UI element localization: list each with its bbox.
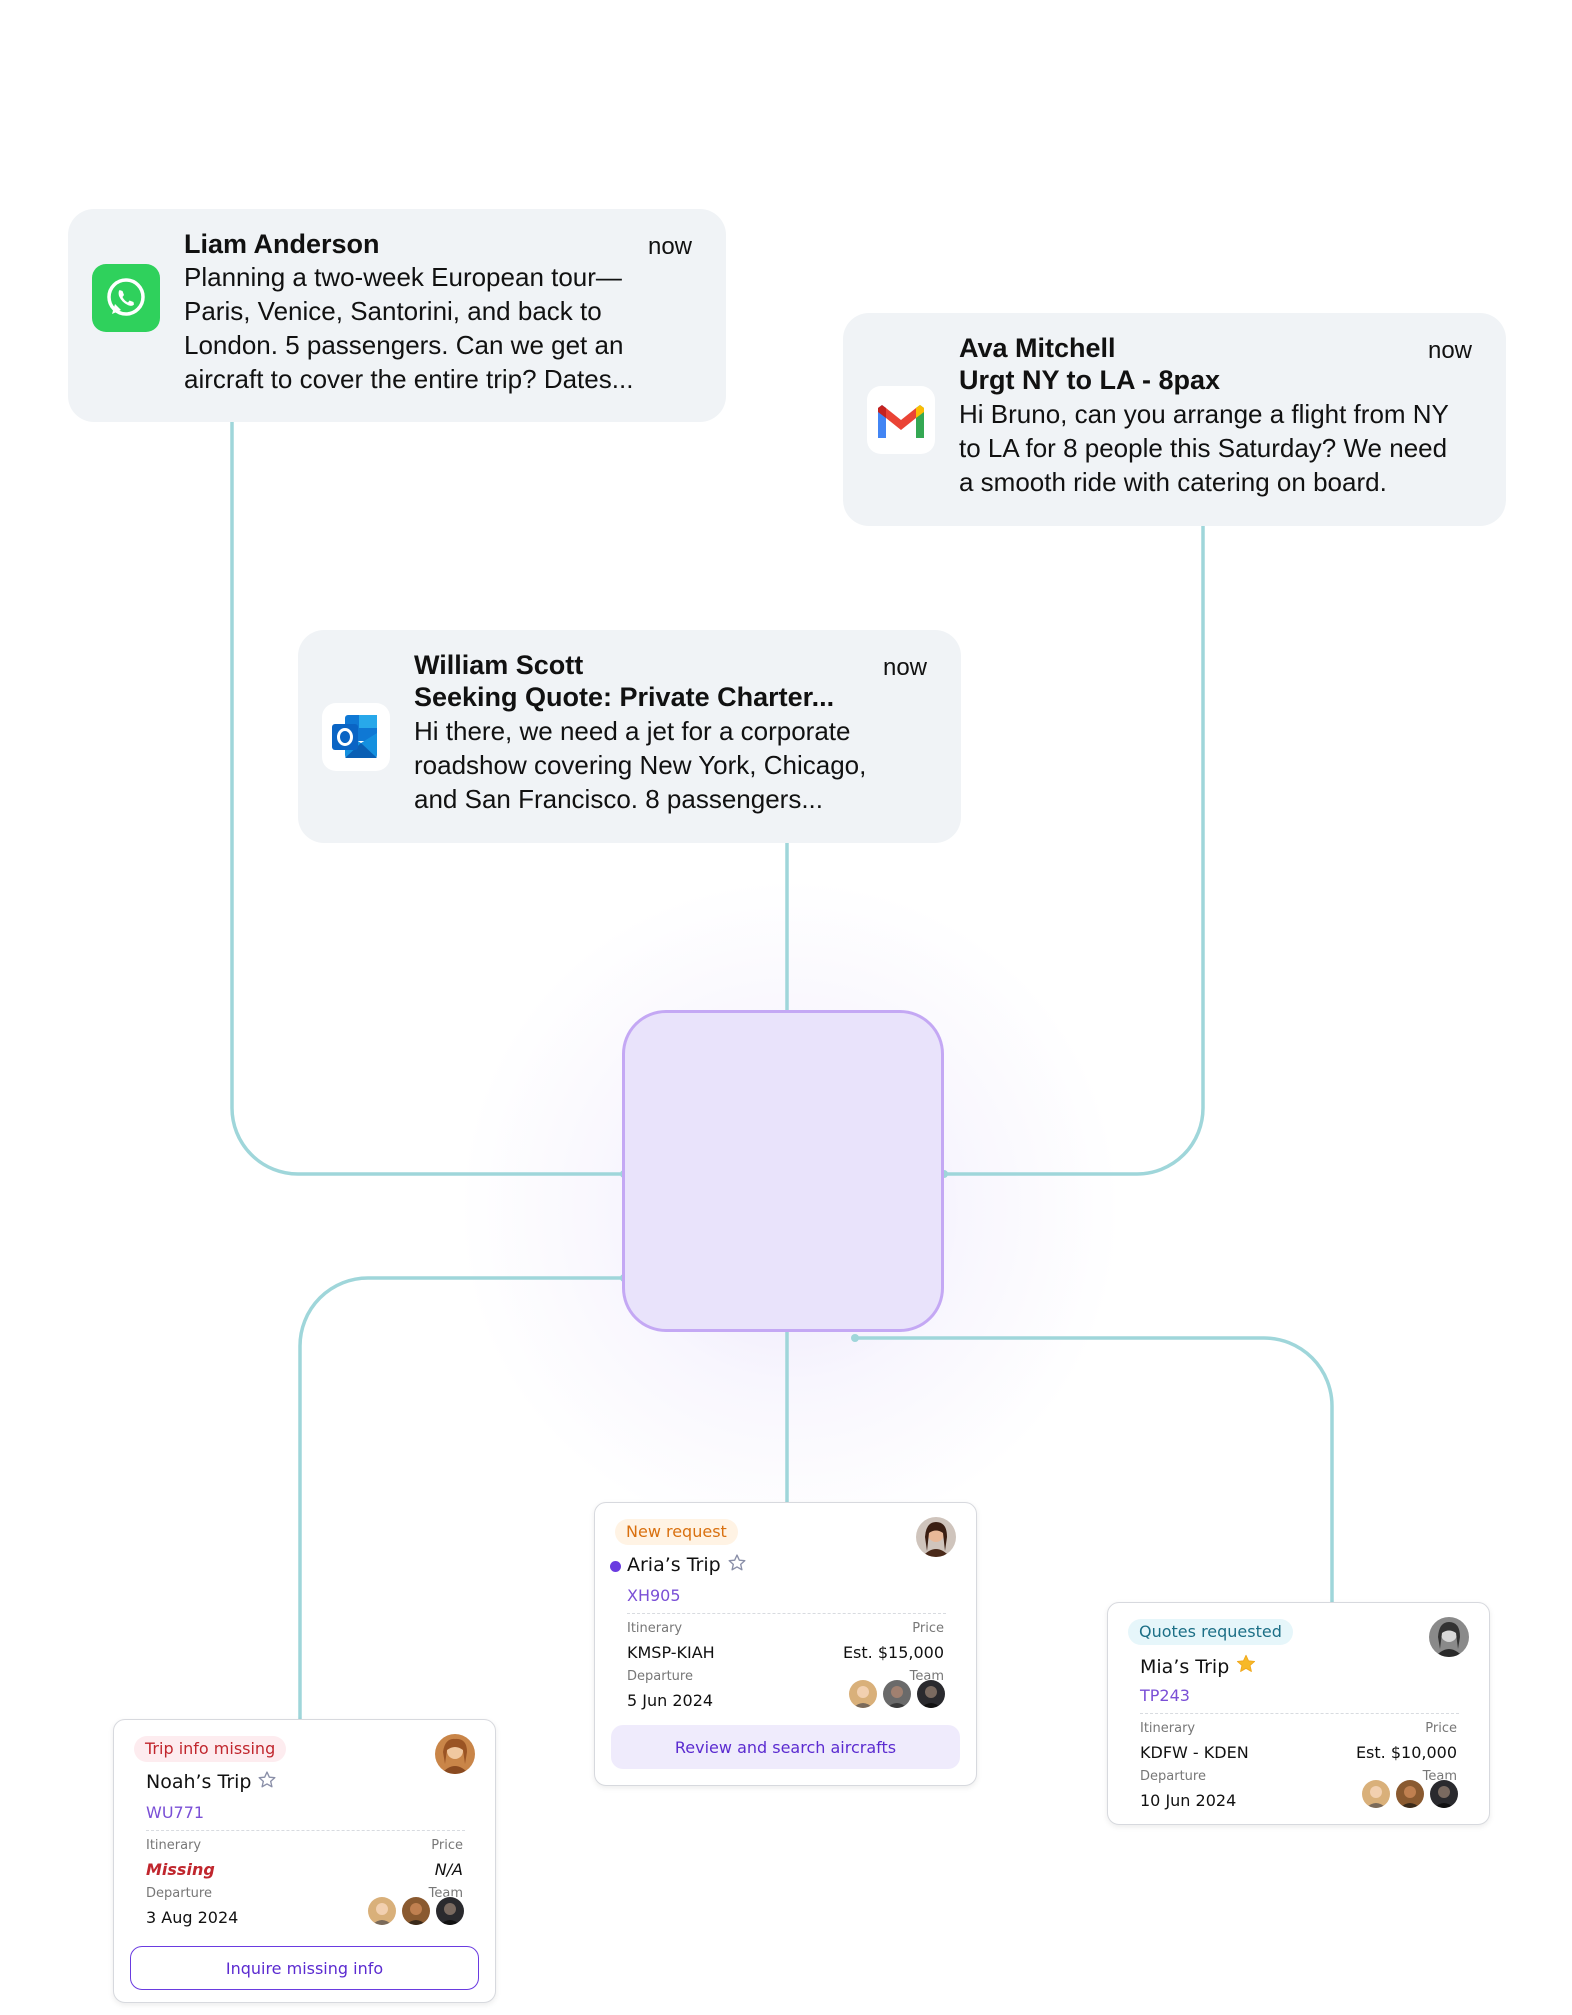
message-line: Planning a two-week European tour— (184, 262, 622, 292)
trip-code: WU771 (146, 1803, 205, 1822)
itinerary-label: Itinerary (1140, 1721, 1196, 1736)
notification-card-william[interactable]: William Scott now Seeking Quote: Private… (298, 630, 961, 843)
itinerary-value: KMSP-KIAH (627, 1643, 715, 1662)
star-outline-icon[interactable] (257, 1770, 277, 1795)
outlook-icon (322, 703, 390, 771)
avatar (882, 1679, 912, 1709)
avatar (916, 1679, 946, 1709)
status-badge: Quotes requested (1128, 1619, 1293, 1645)
notification-card-ava[interactable]: Ava Mitchell now Urgt NY to LA - 8pax Hi… (843, 313, 1506, 526)
price-value: Est. $15,000 (842, 1643, 944, 1662)
inquire-missing-info-button[interactable]: Inquire missing info (130, 1946, 479, 1990)
trip-card-noah[interactable]: Trip info missing Noah’s Trip WU771 Itin… (113, 1719, 496, 2003)
avatar (435, 1734, 475, 1774)
avatar (848, 1679, 878, 1709)
avatar (1429, 1617, 1469, 1657)
price-label: Price (431, 1838, 463, 1853)
trip-name: Mia’s Trip (1140, 1653, 1257, 1680)
message-line: to LA for 8 people this Saturday? We nee… (959, 433, 1448, 463)
connector-ava (944, 522, 1205, 1176)
message-line: London. 5 passengers. Can we get an (184, 330, 624, 360)
message-line: Paris, Venice, Santorini, and back to (184, 296, 602, 326)
itinerary-label: Itinerary (146, 1838, 202, 1853)
departure-label: Departure (146, 1886, 212, 1901)
message-line: and San Francisco. 8 passengers... (414, 784, 824, 814)
avatar (1429, 1779, 1459, 1809)
itinerary-value: KDFW - KDEN (1140, 1743, 1249, 1762)
team-avatars (848, 1679, 946, 1709)
price-value: Est. $10,000 (1355, 1743, 1457, 1762)
departure-label: Departure (627, 1669, 693, 1684)
star-outline-icon[interactable] (727, 1553, 747, 1578)
message-line: roadshow covering New York, Chicago, (414, 750, 867, 780)
trip-name: Noah’s Trip (146, 1770, 277, 1795)
connector-liam (230, 420, 624, 1176)
timestamp: now (647, 233, 692, 260)
itinerary-label: Itinerary (627, 1621, 683, 1636)
message-preview: Planning a two-week European tour— Paris… (184, 260, 633, 396)
message-preview: Hi there, we need a jet for a corporate … (414, 714, 866, 816)
connector-mia (855, 1336, 1334, 1602)
itinerary-value: Missing (146, 1860, 215, 1879)
whatsapp-icon (92, 264, 160, 332)
trip-card-aria[interactable]: New request Aria’s Trip XH905 Itinerary … (594, 1502, 977, 1786)
star-filled-icon[interactable] (1235, 1653, 1257, 1680)
review-and-search-aircrafts-button[interactable]: Review and search aircrafts (611, 1725, 960, 1769)
team-avatars (1361, 1779, 1459, 1809)
message-line: aircraft to cover the entire trip? Dates… (184, 364, 634, 394)
trip-code: XH905 (627, 1586, 681, 1605)
divider (627, 1613, 946, 1614)
notification-card-liam[interactable]: Liam Anderson now Planning a two-week Eu… (68, 209, 726, 422)
message-line: Hi Bruno, can you arrange a flight from … (959, 399, 1449, 429)
sender-name: Ava Mitchell (959, 333, 1116, 363)
price-value: N/A (434, 1860, 463, 1879)
avatar (916, 1517, 956, 1557)
status-badge: New request (615, 1519, 738, 1545)
avatar (401, 1896, 431, 1926)
gmail-icon (867, 386, 935, 454)
central-hub (622, 1010, 944, 1332)
message-subject: Urgt NY to LA - 8pax (959, 365, 1221, 395)
price-label: Price (912, 1621, 944, 1636)
trip-code: TP243 (1140, 1686, 1190, 1705)
trip-card-mia[interactable]: Quotes requested Mia’s Trip TP243 Itiner… (1107, 1602, 1490, 1825)
message-preview: Hi Bruno, can you arrange a flight from … (959, 397, 1449, 499)
departure-value: 5 Jun 2024 (627, 1691, 714, 1710)
team-avatars (367, 1896, 465, 1926)
avatar (1395, 1779, 1425, 1809)
message-line: a smooth ride with catering on board. (959, 467, 1387, 497)
sender-name: Liam Anderson (184, 229, 380, 259)
divider (146, 1830, 465, 1831)
avatar (367, 1896, 397, 1926)
unread-dot (610, 1561, 621, 1572)
departure-value: 3 Aug 2024 (146, 1908, 239, 1927)
timestamp: now (1427, 337, 1472, 364)
avatar (1361, 1779, 1391, 1809)
status-badge: Trip info missing (134, 1736, 287, 1762)
message-subject: Seeking Quote: Private Charter... (414, 682, 835, 712)
trip-name: Aria’s Trip (627, 1553, 747, 1578)
price-label: Price (1425, 1721, 1457, 1736)
sender-name: William Scott (414, 650, 584, 680)
message-line: Hi there, we need a jet for a corporate (414, 716, 851, 746)
avatar (435, 1896, 465, 1926)
connector-noah (298, 1276, 624, 1722)
divider (1140, 1713, 1459, 1714)
departure-label: Departure (1140, 1769, 1206, 1784)
departure-value: 10 Jun 2024 (1140, 1791, 1237, 1810)
timestamp: now (882, 654, 927, 681)
